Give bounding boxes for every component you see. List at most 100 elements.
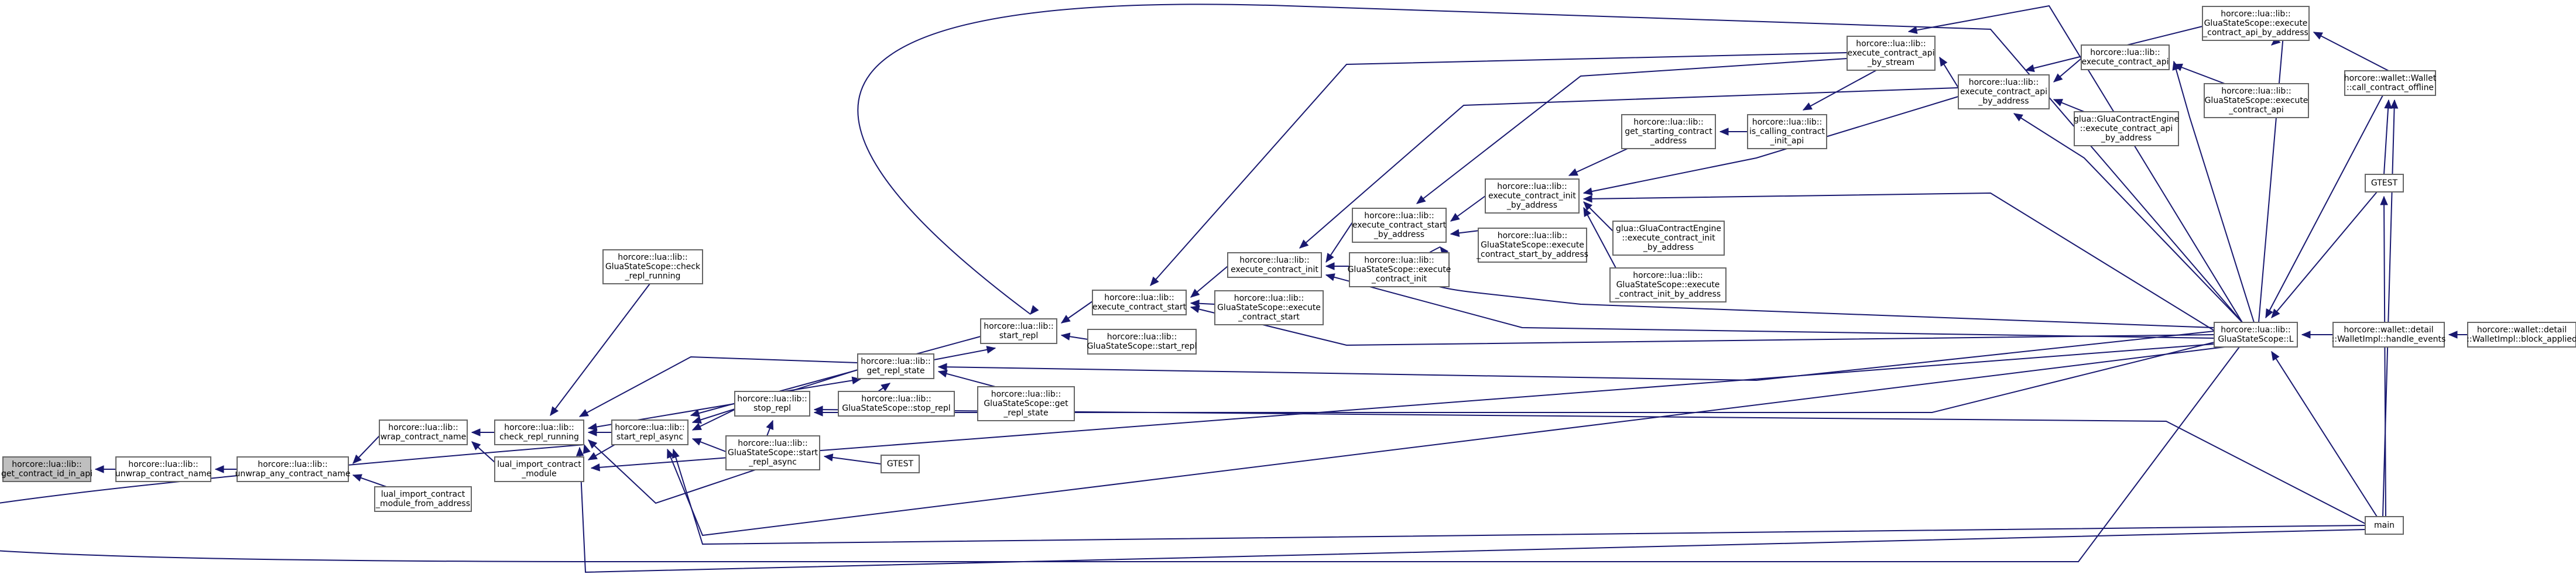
graph-node-n35[interactable]: horcore::lua::lib::GluaStateScope::L (2214, 322, 2298, 348)
node-box[interactable] (602, 249, 703, 284)
graph-node-n20[interactable]: horcore::lua::lib::GluaStateScope::execu… (1214, 290, 1324, 325)
graph-node-n10[interactable]: horcore::lua::lib::get_repl_state (857, 353, 934, 379)
node-box[interactable] (881, 455, 920, 473)
arrowhead (1582, 187, 1593, 195)
graph-node-n24[interactable]: horcore::lua::lib::GluaStateScope::execu… (1476, 228, 1588, 263)
node-box[interactable] (2344, 70, 2436, 96)
graph-node-n1[interactable]: horcore::lua::lib::get_contract_id_in_ap… (1, 456, 93, 482)
graph-node-n22[interactable]: horcore::lua::lib::GluaStateScope::execu… (1348, 252, 1451, 287)
node-box[interactable] (237, 456, 349, 482)
node-box[interactable] (374, 486, 472, 512)
node-box[interactable] (2, 456, 91, 482)
graph-node-n30[interactable]: horcore::lua::lib::execute_contract_api_… (1958, 74, 2050, 109)
node-box[interactable] (725, 435, 820, 470)
arrowhead (766, 419, 774, 430)
graph-node-n19[interactable]: horcore::lua::lib::execute_contract_init (1227, 252, 1322, 278)
node-box[interactable] (1087, 329, 1197, 355)
arrowhead (471, 441, 481, 451)
graph-node-n29[interactable]: horcore::lua::lib::execute_contract_api_… (1847, 36, 1936, 71)
node-box[interactable] (2204, 83, 2309, 118)
node-box[interactable] (1621, 114, 1716, 149)
node-box[interactable] (857, 353, 934, 379)
node-label-line: horcore::wallet::detail (2344, 325, 2433, 335)
graph-node-n28[interactable]: horcore::lua::lib::is_calling_contract_i… (1747, 114, 1827, 149)
node-box[interactable] (977, 386, 1075, 421)
graph-node-n17[interactable]: horcore::lua::lib::execute_contract_star… (1092, 290, 1187, 315)
graph-node-n16[interactable]: horcore::lua::lib::start_repl (980, 318, 1057, 344)
edge-n32-to-n30 (2053, 58, 2082, 82)
graph-node-n27[interactable]: horcore::lua::lib::GluaStateScope::execu… (1609, 267, 1727, 302)
graph-node-n14[interactable]: horcore::lua::lib::GluaStateScope::stop_… (838, 391, 955, 417)
graph-node-n21[interactable]: horcore::lua::lib::execute_contract_star… (1352, 208, 1447, 243)
node-label-line: _contract_api (2228, 105, 2284, 115)
node-box[interactable] (838, 391, 955, 417)
node-box[interactable] (2214, 322, 2298, 348)
node-box[interactable] (1958, 74, 2050, 109)
graph-node-n6[interactable]: horcore::lua::lib::check_repl_running (494, 419, 584, 445)
node-box[interactable] (494, 456, 584, 482)
graph-node-n36[interactable]: horcore::wallet::Wallet::call_contract_o… (2344, 70, 2437, 96)
graph-node-n32[interactable]: horcore::lua::lib::execute_contract_api (2081, 44, 2170, 70)
graph-node-n11[interactable]: horcore::lua::lib::stop_repl (734, 391, 810, 417)
edge-n20-to-n17 (1190, 299, 1215, 308)
arrowhead (2384, 99, 2392, 109)
node-box[interactable] (1747, 114, 1827, 149)
graph-node-n2[interactable]: horcore::lua::lib::unwrap_contract_name (115, 456, 211, 482)
node-box[interactable] (611, 419, 688, 445)
graph-node-n9[interactable]: horcore::lua::lib::start_repl_async (611, 419, 688, 445)
graph-node-n39[interactable]: horcore::wallet::detail::WalletImpl::blo… (2467, 322, 2576, 348)
edge-n25-to-n23 (1568, 148, 1628, 176)
node-box[interactable] (1612, 221, 1725, 256)
graph-node-n23[interactable]: horcore::lua::lib::execute_contract_init… (1485, 178, 1580, 214)
node-label-line: get_starting_contract (1625, 127, 1712, 136)
graph-node-n15[interactable]: horcore::lua::lib::GluaStateScope::get_r… (977, 386, 1075, 421)
arrowhead (1450, 212, 1460, 222)
edge-n35-to-n29 (1907, 5, 2243, 323)
node-box[interactable] (1214, 290, 1324, 325)
graph-node-n3[interactable]: horcore::lua::lib::unwrap_any_contract_n… (235, 456, 351, 482)
node-box[interactable] (1485, 178, 1580, 214)
node-layer: horcore::lua::lib::get_contract_id_in_ap… (1, 6, 2576, 535)
edge-n29-to-n21 (1416, 58, 1848, 204)
node-label-line: _contract_start_by_address (1476, 250, 1588, 259)
node-box[interactable] (1092, 290, 1187, 315)
node-box[interactable] (2365, 174, 2404, 192)
node-label-line: _module_from_address (375, 499, 470, 508)
node-box[interactable] (2202, 6, 2310, 41)
graph-node-n38[interactable]: horcore::wallet::detail::WalletImpl::han… (2332, 322, 2446, 348)
node-box[interactable] (2467, 322, 2576, 348)
node-box[interactable] (1349, 252, 1450, 287)
node-box[interactable] (2081, 44, 2170, 70)
node-box[interactable] (980, 318, 1057, 344)
node-box[interactable] (2332, 322, 2445, 348)
node-box[interactable] (379, 419, 468, 445)
node-box[interactable] (1227, 252, 1322, 278)
node-box[interactable] (2074, 111, 2179, 146)
node-box[interactable] (1847, 36, 1936, 71)
node-box[interactable] (494, 419, 584, 445)
node-box[interactable] (1609, 267, 1727, 302)
graph-node-n37[interactable]: GTEST (2365, 174, 2404, 192)
graph-node-n12[interactable]: horcore::lua::lib::GluaStateScope::start… (725, 435, 820, 470)
graph-node-n34[interactable]: horcore::lua::lib::GluaStateScope::execu… (2204, 83, 2309, 118)
node-label-line: horcore::lua::lib:: (2090, 48, 2160, 57)
graph-node-n4[interactable]: horcore::lua::lib::wrap_contract_name (379, 419, 468, 445)
graph-node-n33[interactable]: horcore::lua::lib::GluaStateScope::execu… (2202, 6, 2310, 41)
graph-node-n18[interactable]: horcore::lua::lib::GluaStateScope::start… (1087, 329, 1197, 355)
arrowhead (2301, 331, 2311, 339)
arrowhead (1060, 332, 1071, 341)
graph-node-n26[interactable]: glua::GluaContractEngine::execute_contra… (1612, 221, 1725, 256)
node-box[interactable] (1478, 228, 1587, 263)
graph-node-n31[interactable]: glua::GluaContractEngine::execute_contra… (2074, 111, 2179, 146)
graph-node-n8[interactable]: horcore::lua::lib::GluaStateScope::check… (602, 249, 703, 284)
graph-node-n5[interactable]: lual_import_contract_module_from_address (374, 486, 472, 512)
graph-node-n25[interactable]: horcore::lua::lib::get_starting_contract… (1621, 114, 1716, 149)
graph-node-n40[interactable]: main (2365, 516, 2404, 535)
node-box[interactable] (115, 456, 211, 482)
graph-node-n13[interactable]: GTEST (881, 455, 920, 473)
node-box[interactable] (734, 391, 810, 417)
node-box[interactable] (2365, 516, 2404, 535)
node-box[interactable] (1352, 208, 1447, 243)
graph-node-n7[interactable]: lual_import_contract_module (494, 456, 584, 482)
arrowhead (2053, 99, 2063, 106)
